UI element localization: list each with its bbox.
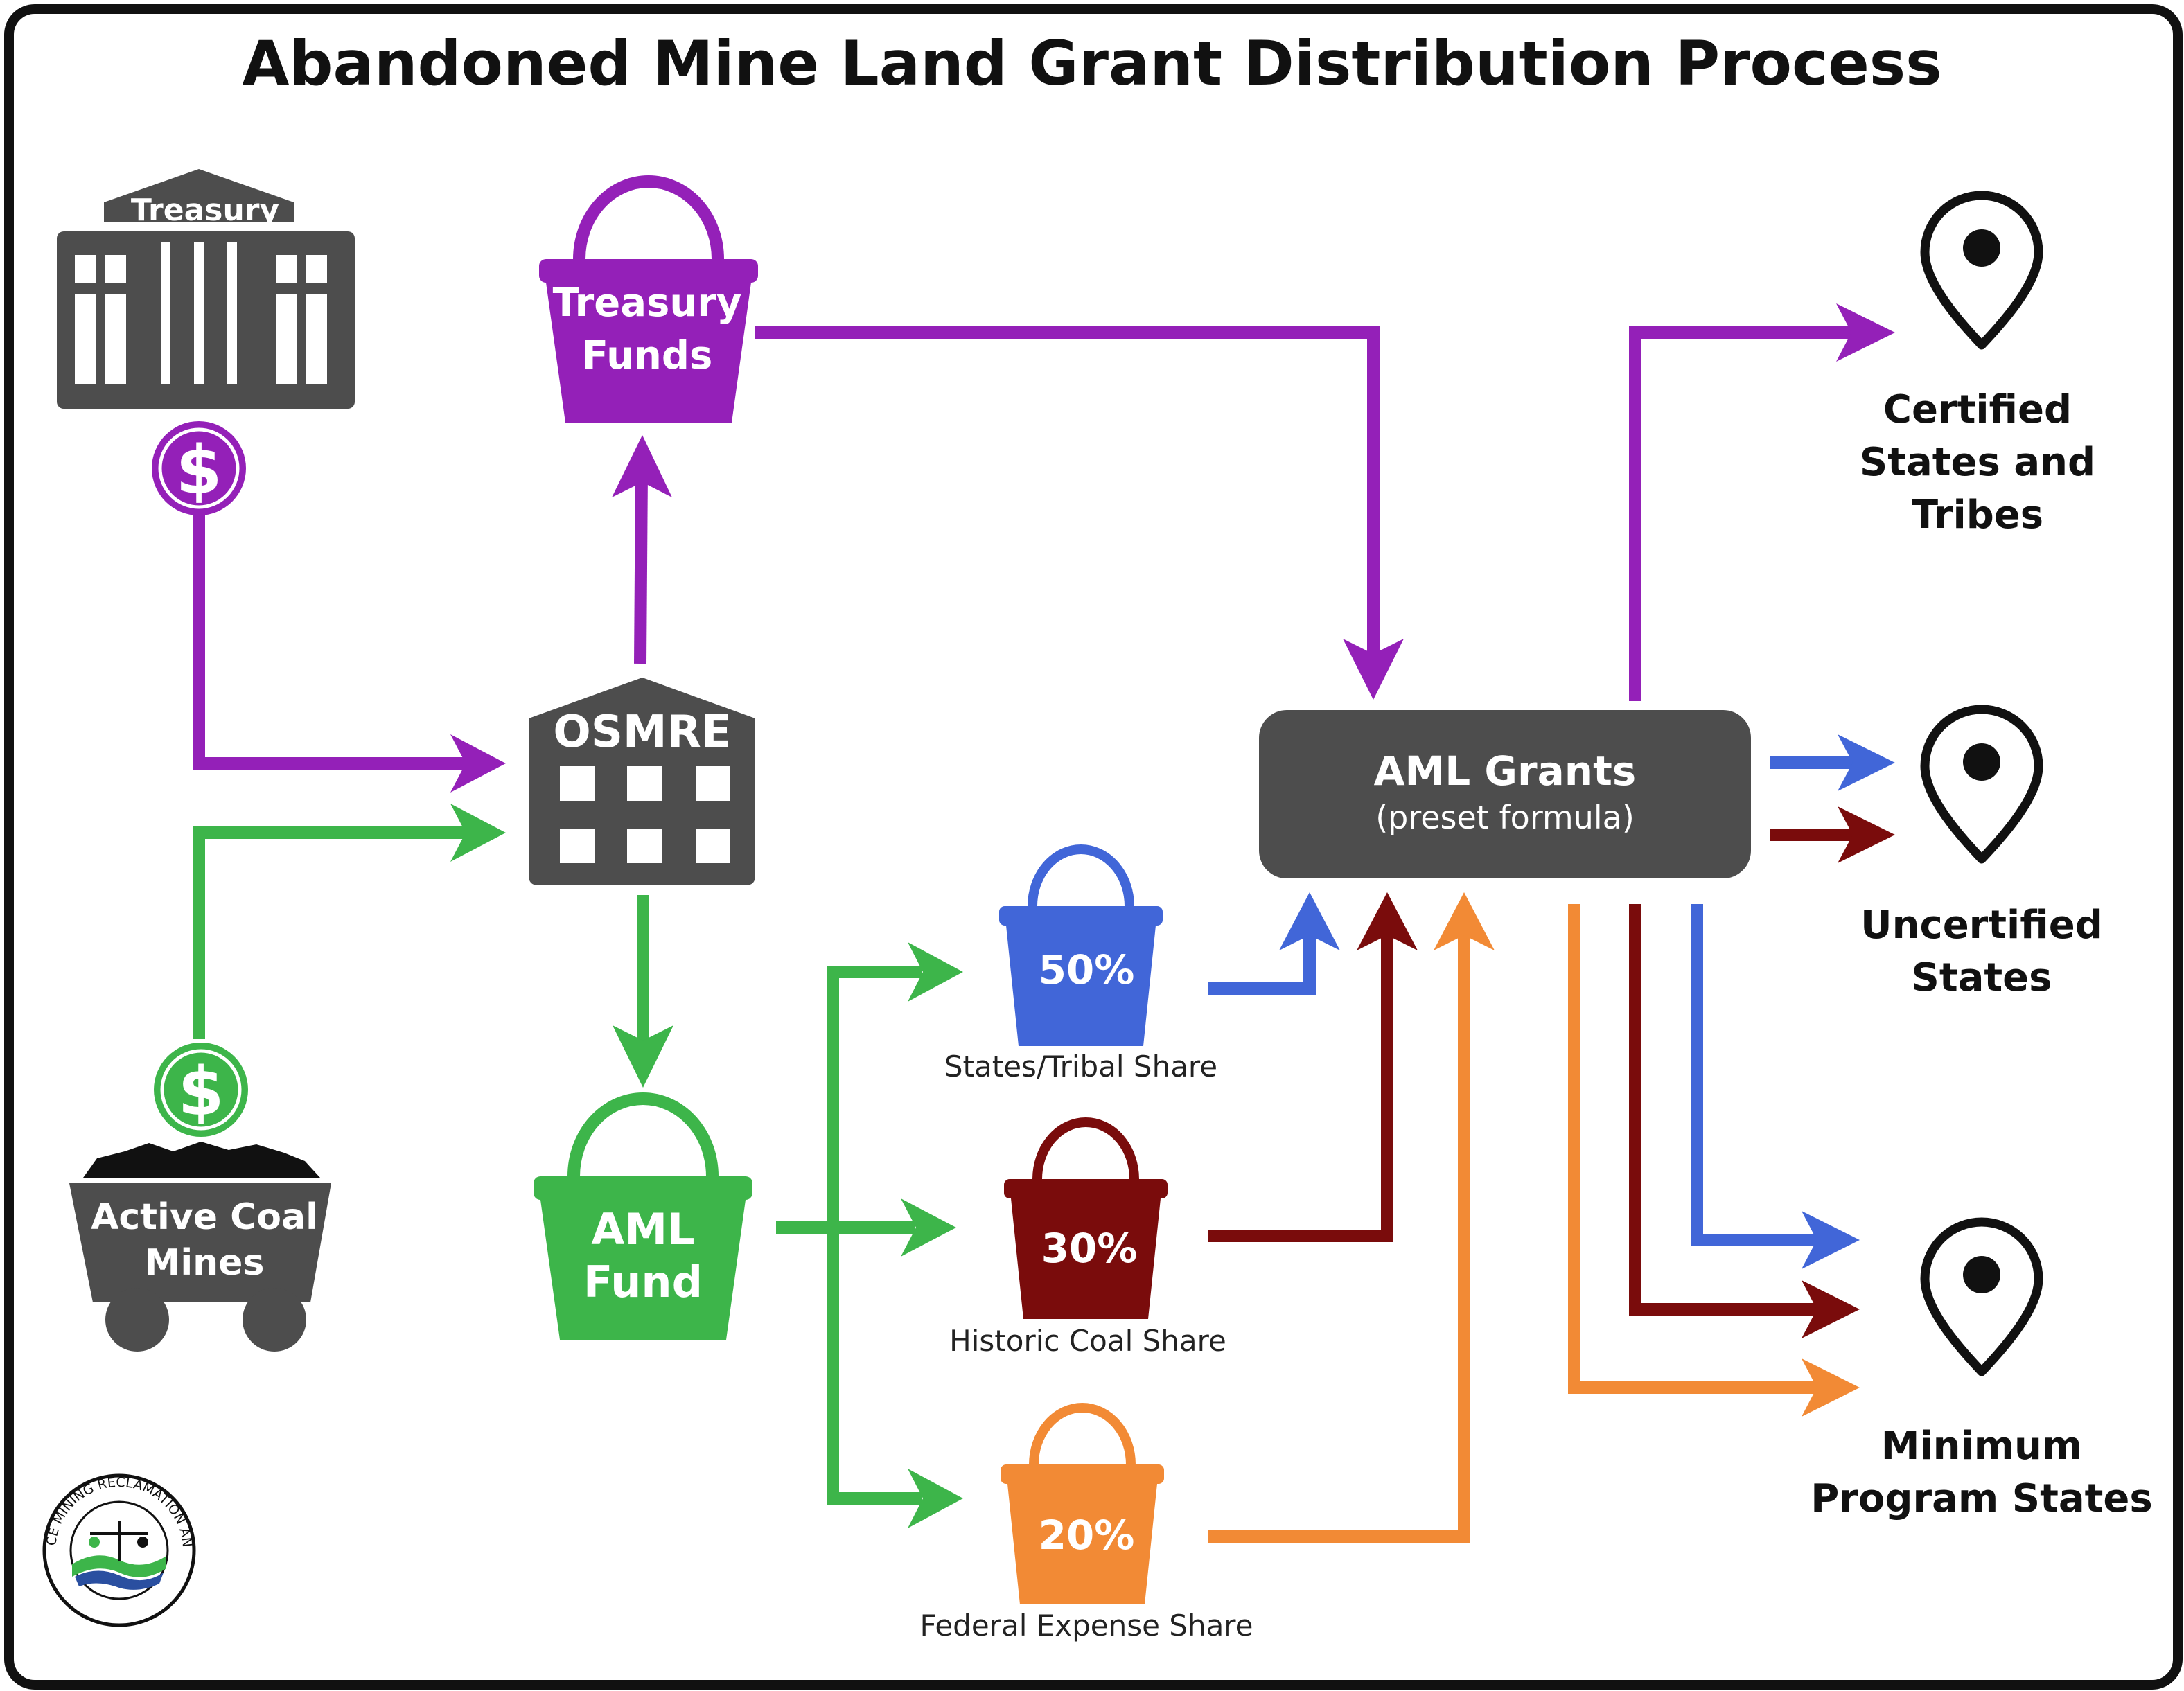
arrow-aml-grants-to-certified	[1629, 326, 1864, 701]
arrowhead-uncertified-red	[1838, 806, 1895, 863]
aml-fund-label-line2: Fund	[583, 1257, 703, 1307]
share-30-percent: 30%	[1041, 1225, 1138, 1272]
arrow-osmre-to-treasury-funds	[634, 470, 648, 664]
arrow-aml-grants-to-minimum-blue	[1691, 904, 1822, 1246]
arrow-aml-grants-to-minimum-orange	[1568, 904, 1822, 1394]
treasury-funds-node: Treasury Funds	[539, 182, 758, 423]
minimum-label-line2: Program States	[1811, 1476, 2152, 1521]
treasury-funds-label-line2: Funds	[582, 333, 713, 378]
arrowhead-minimum-blue	[1802, 1211, 1860, 1269]
arrow-coal-mines-to-osmre	[193, 826, 478, 1039]
arrowhead-grants-orange	[1434, 892, 1495, 950]
destination-uncertified: Uncertified States	[1860, 709, 2103, 1000]
certified-label-line2: States and	[1860, 440, 2095, 485]
mine-cart-icon	[69, 1183, 331, 1352]
coal-pile-icon	[83, 1142, 320, 1178]
arrowheads	[450, 303, 1895, 1528]
arrowhead-osmre	[450, 734, 506, 793]
active-coal-mines-label-line1: Active Coal	[91, 1196, 318, 1238]
aml-grants-title: AML Grants	[1374, 747, 1637, 795]
arrowhead-minimum-orange	[1802, 1358, 1860, 1417]
uncertified-label-line1: Uncertified	[1860, 903, 2103, 948]
arrow-treasury-to-osmre	[193, 513, 478, 770]
arrow-50-share-to-aml-grants	[1208, 928, 1316, 995]
arrowhead-uncertified-blue	[1838, 734, 1895, 791]
arrowhead-certified	[1836, 303, 1895, 362]
arrowhead-30-share-in	[901, 1198, 956, 1257]
aml-grants-node: AML Grants (preset formula)	[1259, 710, 1751, 878]
arrowhead-aml-grants-top	[1343, 639, 1404, 700]
aml-fund-node: AML Fund	[534, 1099, 752, 1340]
treasury-funds-label-line1: Treasury	[553, 281, 742, 326]
map-pin-icon	[1925, 1222, 2038, 1372]
share-20-label: Federal Expense Share	[919, 1609, 1253, 1643]
destination-certified: Certified States and Tribes	[1860, 195, 2095, 538]
active-coal-mines-node: $ Active Coal Mines	[69, 1043, 331, 1352]
share-30-label: Historic Coal Share	[949, 1324, 1226, 1358]
bucket-icon	[1004, 1122, 1168, 1319]
arrowhead-treasury-funds	[612, 435, 672, 497]
share-50-percent: 50%	[1039, 946, 1135, 993]
share-50-node: 50% States/Tribal Share	[944, 849, 1217, 1083]
treasury-node: Treasury $	[57, 169, 355, 515]
arrowhead-grants-blue	[1279, 892, 1340, 950]
bucket-icon	[1001, 1408, 1164, 1604]
dollar-symbol: $	[176, 432, 222, 509]
map-pin-icon	[1925, 195, 2038, 345]
aml-fund-label-line1: AML	[591, 1204, 694, 1255]
share-30-node: 30% Historic Coal Share	[949, 1122, 1226, 1358]
share-50-label: States/Tribal Share	[944, 1050, 1217, 1083]
map-pin-icon	[1925, 709, 2038, 859]
arrow-30-share-to-aml-grants	[1208, 928, 1393, 1242]
treasury-label: Treasury	[131, 193, 279, 228]
arrowhead-aml-fund	[613, 1025, 673, 1088]
share-20-node: 20% Federal Expense Share	[919, 1408, 1253, 1643]
uncertified-label-line2: States	[1912, 955, 2052, 1000]
dollar-symbol: $	[178, 1053, 224, 1131]
arrow-20-share-to-aml-grants	[1208, 928, 1470, 1543]
dollar-coin-icon: $	[154, 1043, 248, 1137]
arrow-aml-grants-to-minimum-red	[1629, 904, 1822, 1316]
arrowhead-50-share-in	[908, 942, 963, 1002]
dollar-coin-icon: $	[152, 421, 246, 515]
arrowhead-minimum-red	[1802, 1280, 1860, 1338]
arrowhead-20-share-in	[908, 1469, 963, 1528]
aml-grants-subtitle: (preset formula)	[1375, 799, 1635, 836]
active-coal-mines-label-line2: Mines	[145, 1242, 265, 1284]
arrowhead-osmre-green	[450, 804, 506, 862]
osmre-node: OSMRE	[529, 678, 755, 885]
page-title: Abandoned Mine Land Grant Distribution P…	[242, 28, 1942, 99]
share-20-percent: 20%	[1039, 1512, 1135, 1559]
osmre-label: OSMRE	[553, 707, 731, 758]
minimum-label-line1: Minimum	[1881, 1424, 2083, 1469]
aml-grants-box	[1259, 710, 1751, 878]
certified-label-line3: Tribes	[1912, 493, 2043, 538]
arrowhead-grants-red	[1357, 892, 1418, 950]
certified-label-line1: Certified	[1883, 387, 2072, 432]
arrow-treasury-funds-to-aml-grants	[755, 326, 1380, 658]
destination-minimum-program: Minimum Program States	[1811, 1222, 2153, 1521]
arrow-split-to-50-share	[827, 966, 922, 1505]
